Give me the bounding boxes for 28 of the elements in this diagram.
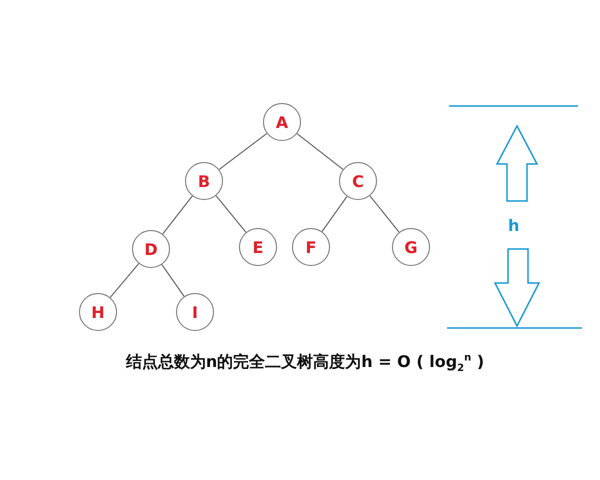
tree-node-circle: [185, 162, 223, 200]
tree-edge: [110, 263, 140, 298]
tree-edge: [162, 195, 193, 235]
tree-edge: [216, 195, 246, 233]
tree-node-circle: [176, 293, 214, 331]
node-label: H: [91, 302, 105, 322]
node-label: E: [252, 238, 264, 256]
tree-node-circle: [79, 293, 117, 331]
tree-node-circle: [339, 162, 377, 200]
caption: 结点总数为n的完全二叉树高度为h = O ( log$_{2}$$^{n}$ ): [124, 352, 486, 374]
tree-edge: [161, 264, 185, 297]
tree-edge: [322, 196, 348, 232]
tree-node-circle: [263, 103, 301, 141]
node-label: I: [192, 302, 198, 322]
node-label: D: [144, 240, 158, 258]
node-label: A: [276, 112, 288, 132]
node-label: C: [352, 172, 364, 190]
tree-node-circle: [392, 228, 430, 266]
node-label: B: [198, 172, 210, 190]
dimension-label: h: [508, 216, 520, 235]
tree-edge: [218, 132, 268, 170]
tree-node-circle: [239, 228, 277, 266]
tree-node-circle: [292, 228, 330, 266]
node-label: G: [404, 238, 418, 256]
tree-edge: [369, 195, 400, 233]
tree-node-circle: [132, 230, 170, 268]
tree-edge: [296, 133, 344, 170]
node-label: F: [306, 238, 316, 256]
